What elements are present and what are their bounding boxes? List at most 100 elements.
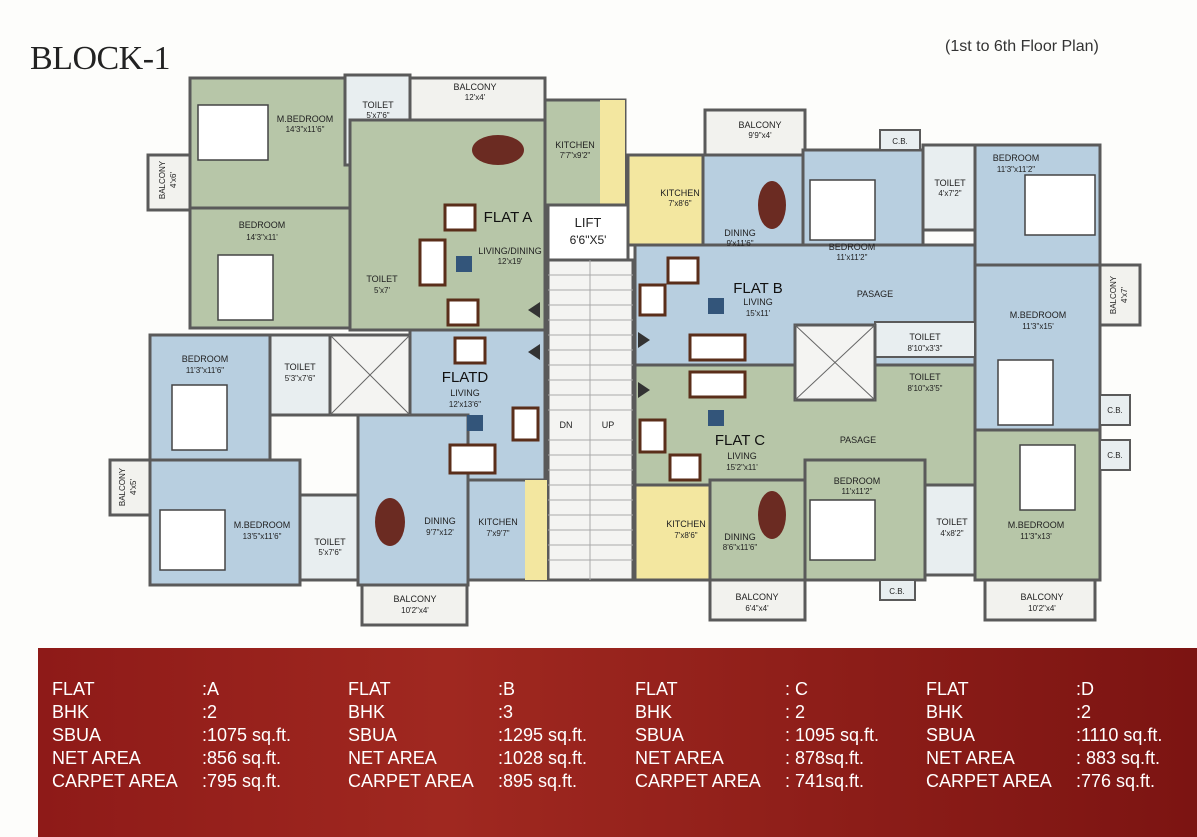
net-area-value: :1028 sq.ft. xyxy=(498,748,588,768)
toilet-c2-dim: 4'x8'2" xyxy=(940,529,963,538)
kitchen-c-name: KITCHEN xyxy=(666,519,706,529)
sbua-value: :1075 sq.ft. xyxy=(202,725,292,745)
flat-a-sub: LIVING/DINING xyxy=(478,246,542,256)
balcony-a-name: BALCONY xyxy=(453,82,496,92)
kitchen-d-counter xyxy=(525,480,547,580)
mbed-b-dim: 11'3"x15' xyxy=(1022,322,1054,331)
dining-table-b-icon xyxy=(758,181,786,229)
cb-r2-name: C.B. xyxy=(1107,451,1123,460)
mbed-a-dim: 14'3"x11'6" xyxy=(286,125,325,134)
cb-b-area xyxy=(879,129,921,151)
balcony-b-dim: 9'9"x4' xyxy=(748,131,772,140)
sbua-label: SBUA xyxy=(635,725,685,745)
kitchen-d-name: KITCHEN xyxy=(478,517,518,527)
net-area-value: : 883 sq.ft. xyxy=(1076,748,1161,768)
flat-label: FLAT xyxy=(926,679,969,699)
balcony-c2-dim: 10'2"x4' xyxy=(1028,604,1056,613)
bhk-label: BHK xyxy=(926,702,964,722)
carpet-area-value: :795 sq.ft. xyxy=(202,771,282,791)
flat-label: FLAT xyxy=(635,679,678,699)
bed-b1-dim: 11'x11'2" xyxy=(837,253,868,262)
bhk-value: : 2 xyxy=(785,702,806,722)
cb-b-name: C.B. xyxy=(892,137,908,146)
toilet-d1-dim: 5'3"x7'6" xyxy=(285,374,316,383)
dining-table-c-icon xyxy=(758,491,786,539)
lift-name: LIFT xyxy=(575,215,602,230)
balcony-left-bottom-dim: 4'x5' xyxy=(129,479,138,495)
toilet-c2-name: TOILET xyxy=(936,517,968,527)
flat-a-summary: FLAT:A BHK:2 SBUA:1075 sq.ft. NET AREA:8… xyxy=(52,678,291,793)
toilet-d2-name: TOILET xyxy=(314,537,346,547)
toilet-a1-name: TOILET xyxy=(362,100,394,110)
flat-d-dim: 12'x13'6" xyxy=(449,400,481,409)
toilet-a2-dim: 5'x7' xyxy=(374,286,390,295)
dining-b-area xyxy=(701,153,805,252)
flat-b-label: FLAT B xyxy=(733,280,782,297)
flat-value: :A xyxy=(202,679,220,699)
bhk-label: BHK xyxy=(635,702,673,722)
bed-b2-dim: 11'3"x11'2" xyxy=(997,165,1035,174)
floor-plan-drawing: FLAT A LIVING/DINING 12'x19' FLAT B LIVI… xyxy=(108,73,1142,627)
toilet-b2-dim: 8'10"x3'3" xyxy=(908,344,943,353)
toilet-a1-dim: 5'x7'6" xyxy=(366,111,389,120)
sbua-label: SBUA xyxy=(348,725,398,745)
bhk-value: :3 xyxy=(498,702,514,722)
toilet-d1-area xyxy=(268,333,332,417)
kitchen-d-dim: 7'x9'7" xyxy=(486,529,509,538)
stairs-dn: DN xyxy=(560,420,573,430)
mbed-c-name: M.BEDROOM xyxy=(1008,520,1065,530)
stairs-up: UP xyxy=(602,420,615,430)
mbed-d-name: M.BEDROOM xyxy=(234,520,291,530)
toilet-b1-name: TOILET xyxy=(934,178,966,188)
cb-r1-name: C.B. xyxy=(1107,406,1123,415)
carpet-area-value: :895 sq.ft. xyxy=(498,771,578,791)
kitchen-c-dim: 7'x8'6" xyxy=(674,531,697,540)
balcony-c2-area xyxy=(983,578,1097,622)
flat-c-dim: 15'2"x11' xyxy=(726,463,758,472)
bed-a-name: BEDROOM xyxy=(239,220,286,230)
carpet-area-label: CARPET AREA xyxy=(635,771,761,791)
balcony-a-dim: 12'x4' xyxy=(465,93,486,102)
passage-c-name: PASAGE xyxy=(840,435,876,445)
flat-label: FLAT xyxy=(52,679,95,699)
flat-d-summary: FLAT:D BHK:2 SBUA:1110 sq.ft. NET AREA: … xyxy=(926,678,1162,793)
dining-c-area xyxy=(708,478,807,582)
net-area-value: : 878sq.ft. xyxy=(785,748,865,768)
bed-b2-name: BEDROOM xyxy=(993,153,1040,163)
flat-label: FLAT xyxy=(348,679,391,699)
balcony-b-name: BALCONY xyxy=(738,120,781,130)
net-area-label: NET AREA xyxy=(348,748,437,768)
net-area-label: NET AREA xyxy=(926,748,1015,768)
page-subtitle: (1st to 6th Floor Plan) xyxy=(945,38,1099,55)
toilet-a2-name: TOILET xyxy=(366,274,398,284)
sbua-value: : 1095 sq.ft. xyxy=(785,725,880,745)
balcony-c1-area xyxy=(708,578,807,622)
balcony-c1-dim: 6'4"x4' xyxy=(745,604,769,613)
mbed-b-name: M.BEDROOM xyxy=(1010,310,1067,320)
balcony-right-dim: 4'x7' xyxy=(1120,287,1129,303)
carpet-area-label: CARPET AREA xyxy=(926,771,1052,791)
flat-c-label: FLAT C xyxy=(715,432,765,449)
shaft-bc-cross xyxy=(794,324,876,401)
net-area-value: :856 sq.ft. xyxy=(202,748,282,768)
bhk-label: BHK xyxy=(348,702,386,722)
kitchen-a-name: KITCHEN xyxy=(555,140,595,150)
bhk-value: :2 xyxy=(202,702,218,722)
dining-table-a-icon xyxy=(472,135,524,165)
toilet-b2-name: TOILET xyxy=(909,332,941,342)
toilet-c1-name: TOILET xyxy=(909,372,941,382)
sbua-value: :1295 sq.ft. xyxy=(498,725,588,745)
toilet-b1-area xyxy=(921,143,977,232)
bed-c-dim: 11'x11'2" xyxy=(842,487,873,496)
carpet-area-label: CARPET AREA xyxy=(52,771,178,791)
toilet-c1-dim: 8'10"x3'5" xyxy=(908,384,943,393)
balcony-left-top-name: BALCONY xyxy=(158,160,167,199)
kitchen-b-name: KITCHEN xyxy=(660,188,700,198)
kitchen-a-dim: 7'7"x9'2" xyxy=(560,151,591,160)
balcony-left-bottom-name: BALCONY xyxy=(118,467,127,506)
flat-c-sub: LIVING xyxy=(727,451,757,461)
balcony-d-area xyxy=(360,583,469,627)
balcony-right-area xyxy=(1098,263,1142,327)
sbua-value: :1110 sq.ft. xyxy=(1076,725,1163,745)
shaft-d-cross xyxy=(329,334,411,416)
